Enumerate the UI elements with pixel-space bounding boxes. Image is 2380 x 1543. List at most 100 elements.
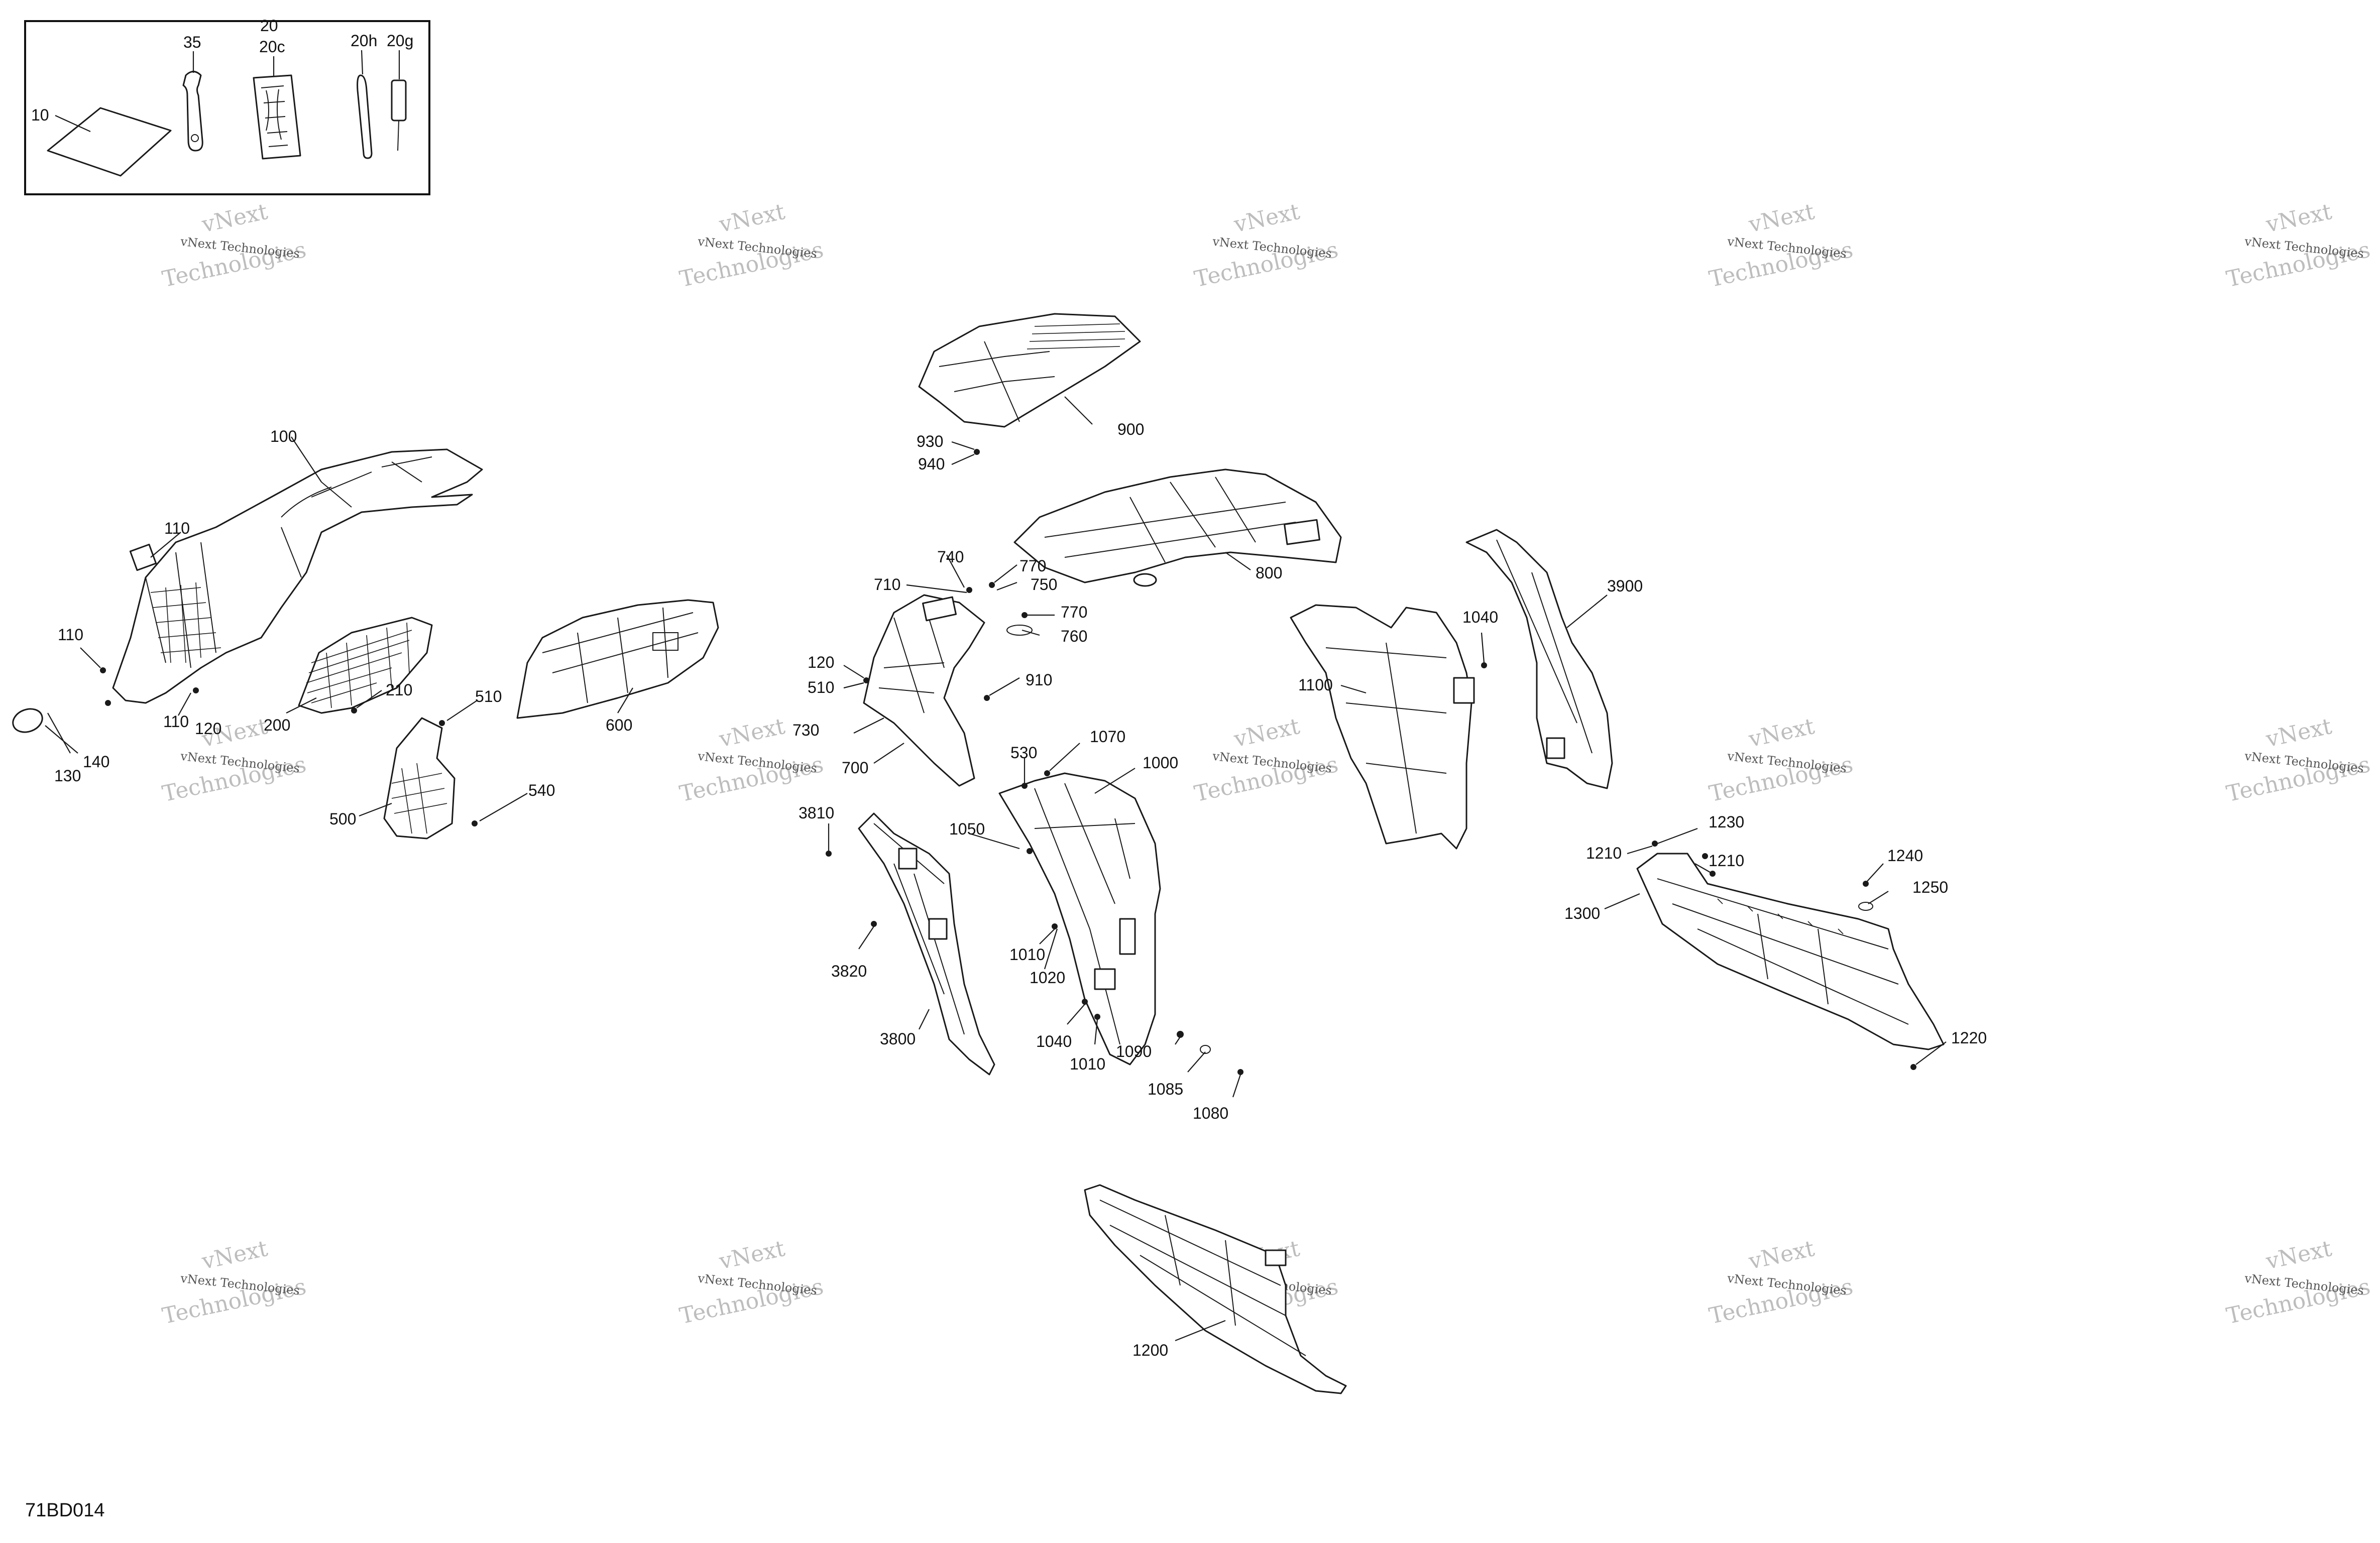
callout-label: 1085 bbox=[1148, 1080, 1183, 1098]
svg-text:vNext: vNext bbox=[1231, 714, 1302, 753]
tool-bag-part bbox=[253, 56, 301, 160]
callout-label: 1000 bbox=[1143, 754, 1178, 772]
watermark: vNext Technologies vNext Technologies bbox=[1707, 199, 1855, 292]
callout-label: 1220 bbox=[1951, 1029, 1987, 1047]
rocker-panel-part bbox=[1636, 853, 1945, 1050]
svg-text:vNext: vNext bbox=[1231, 199, 1302, 238]
watermark: vNext Technologies vNext Technologies bbox=[1192, 199, 1340, 292]
side-rail-part bbox=[858, 812, 995, 1076]
callout-label: 1010 bbox=[1070, 1055, 1105, 1073]
callout-label: 770 bbox=[1019, 557, 1046, 575]
callout-label: 200 bbox=[264, 716, 290, 734]
svg-text:vNext: vNext bbox=[1746, 714, 1817, 753]
watermark: vNext Technologies vNext Technologies bbox=[2224, 714, 2372, 807]
screwdriver-part bbox=[391, 50, 407, 151]
callout-label: 730 bbox=[792, 721, 819, 739]
watermark: vNext Technologies vNext Technologies bbox=[677, 1236, 826, 1329]
fender-flare-part bbox=[1465, 529, 1613, 789]
callout-label: 930 bbox=[917, 432, 943, 450]
watermark-grid: vNext Technologies vNext Technologies vN… bbox=[160, 199, 2372, 1329]
screw-icon bbox=[351, 707, 357, 714]
callout-label: 760 bbox=[1061, 627, 1087, 645]
screw-icon bbox=[989, 582, 995, 588]
bracket-part bbox=[383, 717, 456, 840]
svg-text:vNext: vNext bbox=[2263, 1236, 2334, 1275]
callout-label: 500 bbox=[329, 810, 356, 828]
screw-icon bbox=[1702, 853, 1708, 859]
svg-text:vNext: vNext bbox=[717, 1236, 787, 1275]
callout-label: 1210 bbox=[1586, 844, 1622, 862]
callout-label: 1200 bbox=[1132, 1341, 1168, 1359]
callout-label: 3800 bbox=[880, 1030, 916, 1048]
fasteners bbox=[100, 449, 1916, 1075]
watermark: vNext Technologies vNext Technologies bbox=[2224, 1236, 2372, 1329]
screw-icon bbox=[1027, 848, 1033, 854]
svg-text:vNext: vNext bbox=[1746, 199, 1817, 238]
svg-text:vNext: vNext bbox=[1746, 1236, 1817, 1275]
rear-fender-part bbox=[1290, 604, 1475, 850]
callout-label: 800 bbox=[1256, 564, 1282, 582]
callout-label: 130 bbox=[54, 767, 81, 785]
screw-icon bbox=[1177, 1031, 1184, 1038]
callout-label: 1040 bbox=[1462, 608, 1498, 626]
screw-icon bbox=[193, 687, 199, 693]
ring-part bbox=[12, 708, 43, 733]
callout-label: 710 bbox=[874, 575, 900, 594]
callout-label: 1230 bbox=[1709, 813, 1744, 831]
callout-label: 1010 bbox=[1009, 945, 1045, 964]
front-fascia-part bbox=[112, 448, 483, 704]
callout-label: 910 bbox=[1026, 671, 1052, 689]
callout-label: 1020 bbox=[1030, 969, 1065, 987]
leader-lines bbox=[45, 396, 1947, 1342]
screw-icon bbox=[974, 449, 980, 455]
callout-label: 1080 bbox=[1193, 1104, 1228, 1122]
screw-icon bbox=[1481, 662, 1487, 668]
svg-text:vNext: vNext bbox=[199, 1236, 270, 1275]
svg-text:vNext: vNext bbox=[717, 714, 787, 753]
screw-icon bbox=[472, 820, 478, 826]
callout-label: 100 bbox=[270, 427, 297, 445]
callout-label: 770 bbox=[1061, 603, 1087, 621]
screw-icon bbox=[1044, 770, 1050, 776]
callout-label: 110 bbox=[164, 519, 190, 537]
screw-icon bbox=[871, 921, 877, 927]
svg-text:vNext: vNext bbox=[2263, 199, 2334, 238]
hood-top-part bbox=[918, 313, 1141, 428]
svg-text:vNext: vNext bbox=[2263, 714, 2334, 753]
callout-label: 510 bbox=[808, 678, 834, 696]
grille-part bbox=[298, 617, 433, 714]
screw-icon bbox=[105, 700, 111, 706]
screw-icon bbox=[1652, 841, 1658, 847]
screw-icon bbox=[984, 695, 990, 701]
hood-part bbox=[1013, 468, 1342, 587]
screw-icon bbox=[966, 587, 972, 593]
kit-frame bbox=[24, 20, 430, 195]
callout-label: 35 bbox=[183, 33, 201, 51]
inner-fender-part bbox=[516, 599, 719, 719]
callout-label: 1040 bbox=[1036, 1032, 1072, 1050]
callout-label: 740 bbox=[937, 548, 964, 566]
screw-icon bbox=[826, 851, 832, 857]
screw-icon bbox=[1237, 1069, 1243, 1075]
callout-label: 20c bbox=[259, 38, 285, 56]
callout-label: 1240 bbox=[1887, 847, 1923, 865]
diagram-code: 71BD014 bbox=[25, 1500, 104, 1521]
callout-label: 510 bbox=[475, 687, 502, 705]
callout-label: 540 bbox=[528, 781, 555, 799]
screw-icon bbox=[863, 677, 869, 683]
callout-label: 3900 bbox=[1607, 577, 1643, 595]
callout-label: 3820 bbox=[831, 962, 867, 980]
callout-label: 10 bbox=[31, 106, 49, 124]
watermark: vNext Technologies vNext Technologies bbox=[1192, 714, 1340, 807]
wrench-part bbox=[182, 51, 203, 152]
screw-icon bbox=[439, 720, 445, 726]
tool-kit-box: 10 35 20 20c 20h 20g bbox=[24, 17, 430, 195]
callout-label: 1210 bbox=[1709, 852, 1744, 870]
washer-icon bbox=[1200, 1045, 1211, 1054]
watermark: vNext Technologies vNext Technologies bbox=[1707, 1236, 1855, 1329]
callout-label: 20g bbox=[387, 32, 413, 50]
callout-labels: 100 110 110 110 120 130 140 200 210 500 … bbox=[54, 420, 1987, 1359]
watermark: vNext Technologies vNext Technologies bbox=[160, 199, 308, 292]
screw-icon bbox=[1094, 1014, 1100, 1020]
